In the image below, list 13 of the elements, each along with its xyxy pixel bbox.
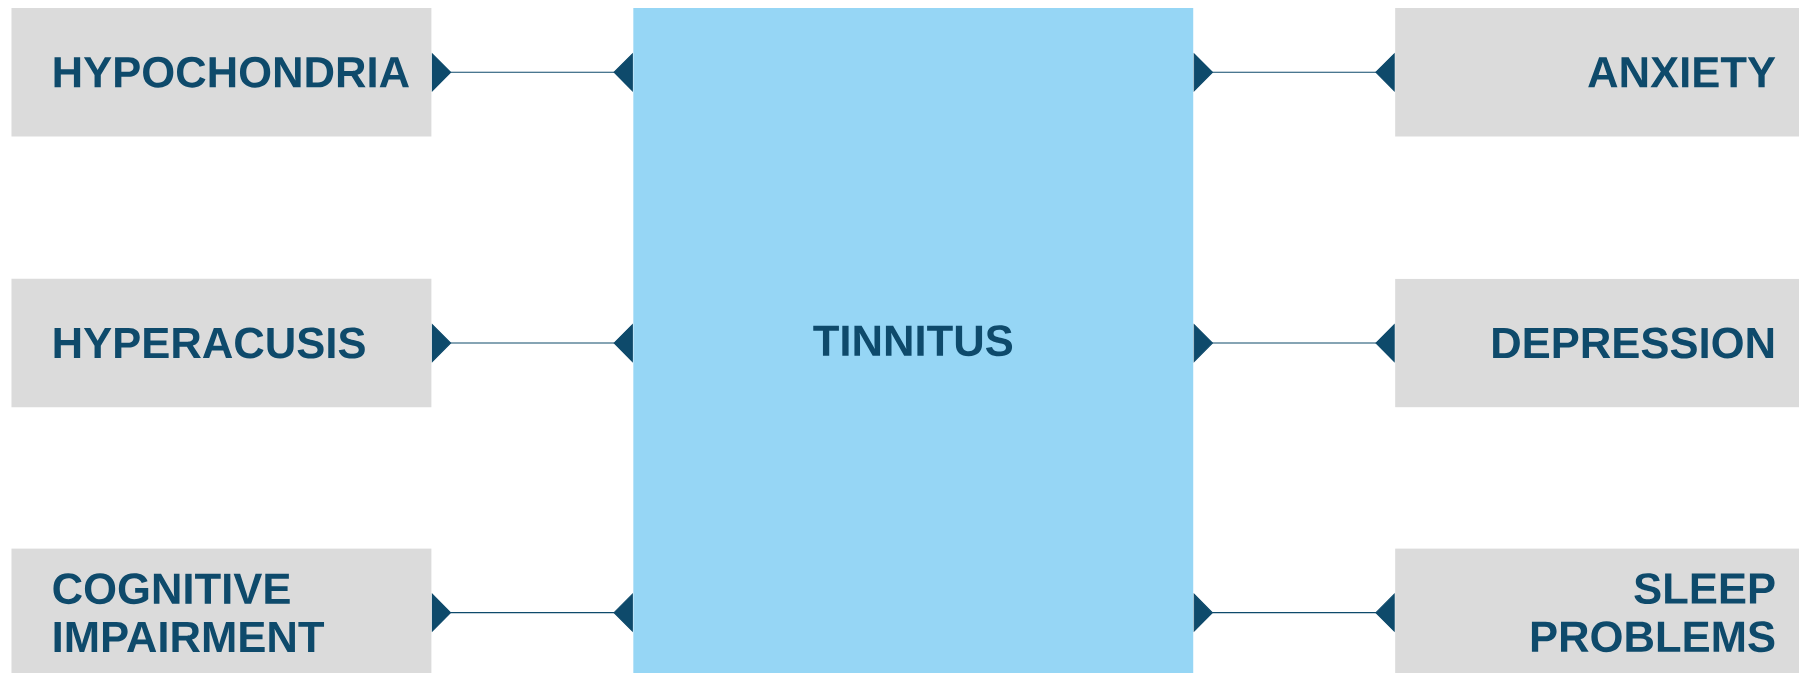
side-box: COGNITIVE IMPAIRMENT: [11, 548, 432, 673]
arrow: [1193, 52, 1395, 92]
arrow: [431, 323, 633, 363]
arrow: [1193, 323, 1395, 363]
arrow: [431, 592, 633, 633]
side-box: HYPOCHONDRIA: [11, 7, 432, 137]
side-box: SLEEP PROBLEMS: [1395, 548, 1799, 673]
central-box: TINNITUS: [633, 7, 1194, 673]
side-box: DEPRESSION: [1395, 278, 1799, 408]
arrow: [431, 52, 633, 92]
arrow: [1193, 592, 1395, 633]
side-box: HYPERACUSIS: [11, 278, 432, 408]
side-box: ANXIETY: [1395, 7, 1799, 137]
